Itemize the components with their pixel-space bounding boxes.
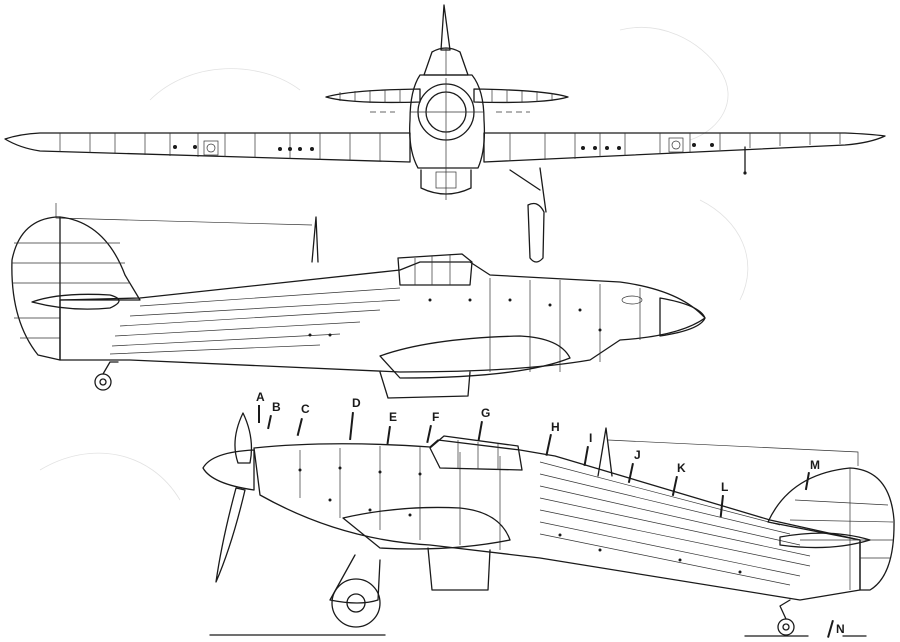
side-view-lower <box>202 412 895 637</box>
rudder-lower <box>767 467 895 591</box>
front-view <box>4 4 886 263</box>
callout-b: B <box>272 400 281 414</box>
callout-k: K <box>677 461 686 475</box>
callout-e: E <box>389 410 398 424</box>
propeller-blade-upper <box>234 412 253 464</box>
tailplane-left <box>325 88 421 104</box>
tailplane-right <box>473 88 569 104</box>
propeller-blade-lower <box>215 487 246 583</box>
spinner-lower <box>202 449 255 491</box>
callout-l: L <box>721 480 729 494</box>
canopy-upper <box>397 253 473 286</box>
rudder-upper <box>11 216 61 361</box>
wing-left <box>4 132 411 163</box>
callout-a: A <box>256 390 265 404</box>
callout-g: G <box>481 406 491 420</box>
callout-i: I <box>589 431 593 445</box>
wing-right <box>483 132 886 163</box>
fuselage-upper <box>59 261 706 373</box>
canopy-lower <box>429 435 523 471</box>
landing-wheel-front <box>527 202 545 263</box>
callout-j: J <box>634 448 641 462</box>
side-view-upper <box>11 203 706 399</box>
leader-a <box>258 405 260 423</box>
fin-front <box>440 4 451 51</box>
callout-n: N <box>836 622 845 636</box>
callout-m: M <box>810 458 820 472</box>
callout-c: C <box>301 402 310 416</box>
background-sketch-ghost <box>39 27 749 501</box>
callout-f: F <box>432 410 440 424</box>
callout-h: H <box>551 420 560 434</box>
callout-d: D <box>352 396 361 410</box>
